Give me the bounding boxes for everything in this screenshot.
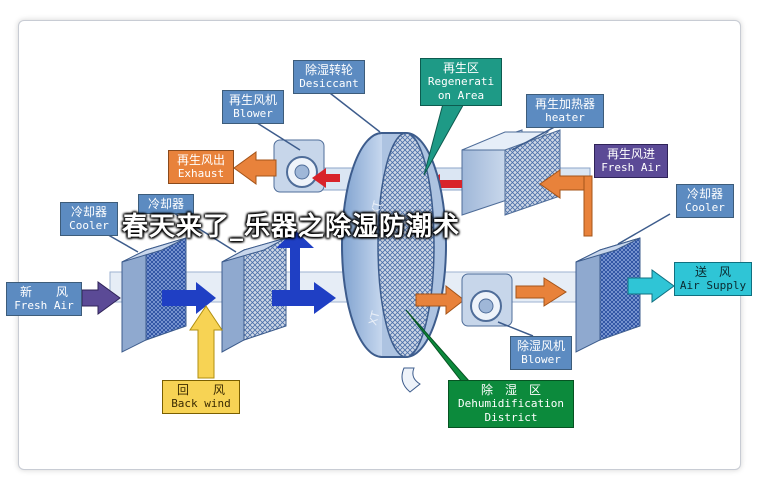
desiccant-wheel: XT XT <box>341 132 447 393</box>
label-dehum-district-en2: District <box>484 411 538 424</box>
label-regen-blower-zh: 再生风机 <box>228 93 277 107</box>
label-fresh-air-in-zh: 再生风进 <box>606 147 655 161</box>
label-cooler-left-zh: 冷却器 <box>70 205 107 219</box>
label-regen-area-en1: Regenerati <box>427 75 495 88</box>
regen-area-pointer <box>423 99 467 176</box>
label-fresh-air-in: 再生风进 Fresh Air <box>594 144 668 178</box>
process-riser <box>290 240 300 298</box>
label-exhaust-zh: 再生风出 <box>176 153 225 167</box>
label-cooler-mid-zh: 冷却器 <box>147 197 184 211</box>
cooler-left-unit <box>121 237 187 353</box>
label-desiccant: 除湿转轮 Desiccant <box>293 60 365 94</box>
label-dehum-district-en1: Dehumidification <box>458 397 564 410</box>
wheel-drive-belt <box>401 367 421 393</box>
regen-inlet-riser <box>583 175 593 237</box>
dehum-arrow-1 <box>415 284 465 316</box>
label-desiccant-en: Desiccant <box>299 77 359 90</box>
label-air-supply-en: Air Supply <box>679 279 747 292</box>
wheel-watermark-bottom: XT <box>366 310 382 327</box>
process-riser-arrow <box>276 230 314 248</box>
cooler-mid-unit <box>221 237 287 353</box>
label-regen-area-zh: 再生区 <box>442 61 479 75</box>
label-exhaust: 再生风出 Exhaust <box>168 150 234 184</box>
label-dehum-district-zh: 除 湿 区 <box>480 383 541 397</box>
regen-heater-unit <box>461 129 561 216</box>
label-desiccant-zh: 除湿转轮 <box>304 63 353 77</box>
label-regen-heater-en: heater <box>545 111 585 124</box>
label-exhaust-en: Exhaust <box>177 167 225 180</box>
process-arrow-1 <box>162 282 216 314</box>
regen-red-arrow-left <box>312 168 340 188</box>
label-regeneration-area: 再生区 Regenerati on Area <box>420 58 502 106</box>
label-back-wind: 回 风 Back wind <box>162 380 240 414</box>
wheel-watermark-top: XT <box>368 200 384 217</box>
label-cooler-left-en: Cooler <box>69 219 109 232</box>
air-supply-arrow <box>627 269 675 303</box>
cooler-right-unit <box>575 237 641 353</box>
label-regen-area-en2: on Area <box>437 89 485 102</box>
exhaust-arrow <box>233 151 277 185</box>
label-regen-blower: 再生风机 Blower <box>222 90 284 124</box>
label-dehum-blower-zh: 除湿风机 <box>516 339 565 353</box>
label-cooler-right-en: Cooler <box>685 201 725 214</box>
dehum-arrow-2 <box>515 277 567 307</box>
dehum-blower-unit <box>461 273 513 327</box>
fresh-air-arrow <box>81 281 121 315</box>
label-dehum-district: 除 湿 区 Dehumidification District <box>448 380 574 428</box>
overlay-title: 春天来了_乐器之除湿防潮术 <box>122 212 461 242</box>
leader-lines <box>102 89 671 337</box>
label-regen-blower-en: Blower <box>233 107 273 120</box>
label-regen-heater: 再生加热器 heater <box>526 94 604 128</box>
label-back-wind-zh: 回 风 <box>176 383 225 397</box>
label-back-wind-en: Back wind <box>171 397 231 410</box>
label-cooler-left: 冷却器 Cooler <box>60 202 118 236</box>
label-regen-heater-zh: 再生加热器 <box>534 97 595 111</box>
label-fresh-air: 新 风 Fresh Air <box>6 282 82 316</box>
label-cooler-mid: 冷却器 <box>138 194 194 214</box>
label-air-supply-zh: 送 风 <box>694 265 731 279</box>
label-cooler-right-zh: 冷却器 <box>686 187 723 201</box>
label-dehum-blower: 除湿风机 Blower <box>510 336 572 370</box>
regen-blower-unit <box>273 139 325 193</box>
label-dehum-blower-en: Blower <box>521 353 561 366</box>
label-cooler-right: 冷却器 Cooler <box>676 184 734 218</box>
process-arrow-2 <box>272 282 336 314</box>
back-wind-arrow <box>189 305 223 379</box>
label-fresh-air-in-en: Fresh Air <box>601 161 661 174</box>
label-fresh-air-en: Fresh Air <box>14 299 74 312</box>
label-fresh-air-zh: 新 风 <box>19 285 68 299</box>
label-air-supply: 送 风 Air Supply <box>674 262 752 296</box>
